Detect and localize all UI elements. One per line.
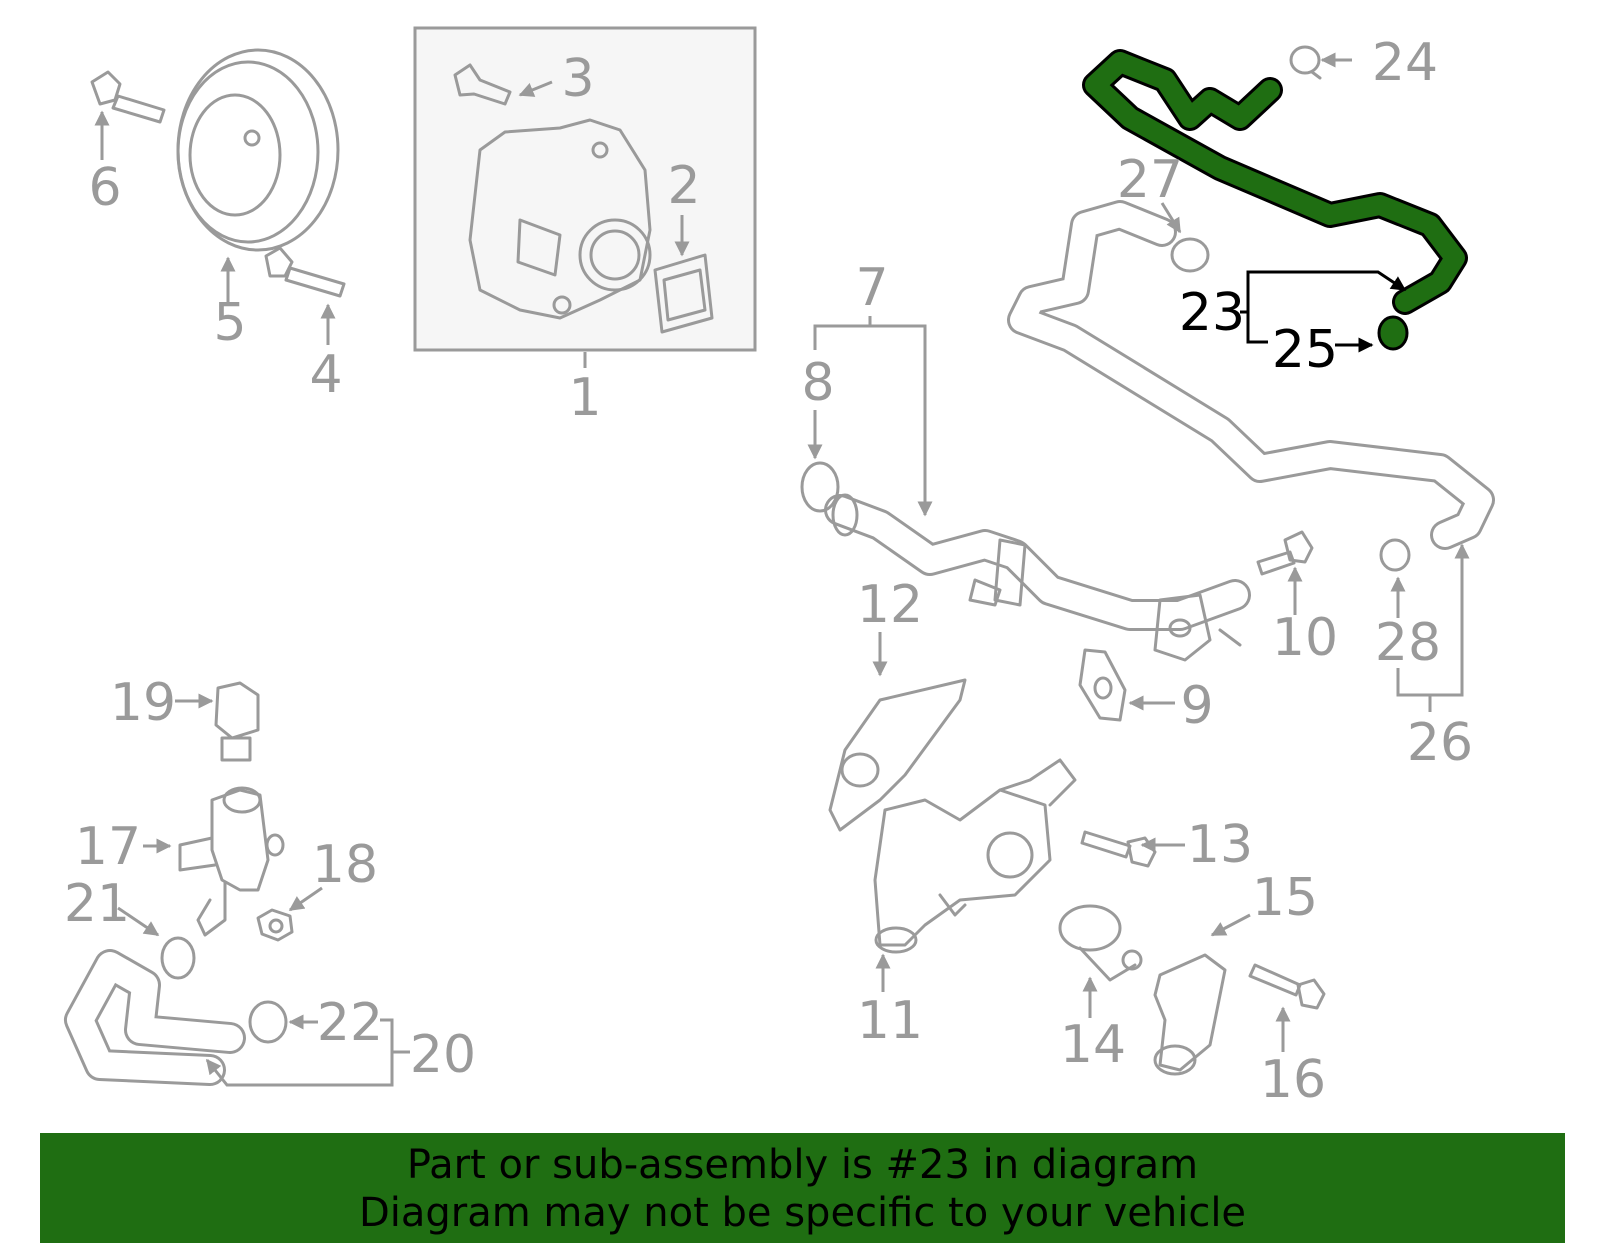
callout-24: 24: [1372, 33, 1438, 93]
callout-21: 21: [64, 874, 130, 934]
callout-4: 4: [309, 345, 342, 405]
callout-6: 6: [88, 158, 121, 218]
callout-17: 17: [75, 817, 141, 877]
bolt-10: [1256, 530, 1314, 576]
callout-25: 25: [1272, 320, 1338, 380]
callout-16: 16: [1260, 1050, 1326, 1110]
outlet-17: [178, 786, 285, 937]
clamp-21: [160, 936, 196, 980]
callout-13: 13: [1187, 815, 1253, 875]
callout-12: 12: [857, 575, 923, 635]
callout-10: 10: [1272, 608, 1338, 668]
o-ring-8: [800, 461, 840, 513]
clamp-24: [1289, 45, 1322, 80]
callout-1: 1: [568, 368, 601, 428]
bolt-4: [264, 246, 346, 298]
callout-19: 19: [110, 673, 176, 733]
callout-28: 28: [1375, 613, 1441, 673]
callout-15: 15: [1252, 868, 1318, 928]
banner-line-1: Part or sub-assembly is #23 in diagram: [406, 1142, 1199, 1188]
callout-labels: 1 2 3 4 5 6 7 8 9 10 11 12 13 14 15 16 1…: [64, 33, 1473, 1110]
banner-line-2: Diagram may not be specific to your vehi…: [358, 1190, 1247, 1236]
hose-23-highlighted: [1082, 49, 1468, 351]
callout-27: 27: [1117, 150, 1183, 210]
water-pipe-7: [824, 493, 1251, 662]
callout-9: 9: [1180, 676, 1213, 736]
callout-3: 3: [561, 49, 594, 109]
callout-26: 26: [1407, 713, 1473, 773]
callout-20: 20: [410, 1025, 476, 1085]
nut-18: [256, 908, 294, 942]
info-banner: Part or sub-assembly is #23 in diagram D…: [40, 1133, 1565, 1243]
bolt-16: [1248, 963, 1326, 1010]
bolt-13: [1080, 830, 1157, 868]
clamp-27: [1170, 237, 1210, 273]
clamp-22: [248, 1000, 288, 1044]
callout-2: 2: [667, 156, 700, 216]
gasket-9: [1078, 648, 1127, 722]
pulley: [176, 48, 340, 252]
thermostat-cover-15: [1153, 953, 1227, 1076]
callout-23: 23: [1179, 283, 1245, 343]
callout-8: 8: [801, 353, 834, 413]
leader-lines-highlighted: [1240, 270, 1407, 353]
hose-20: [64, 949, 246, 1086]
clamp-28: [1379, 538, 1411, 572]
callout-5: 5: [213, 293, 246, 353]
hose-26: [1007, 200, 1495, 550]
water-pump-assembly: [413, 26, 757, 352]
bolt-6: [90, 70, 166, 124]
callout-14: 14: [1060, 1015, 1126, 1075]
thermostat-14: [1058, 904, 1143, 982]
callout-22: 22: [317, 993, 383, 1053]
callout-7: 7: [855, 258, 888, 318]
thermostat-housing-11: [873, 758, 1077, 954]
callout-18: 18: [312, 835, 378, 895]
gasket-12: [828, 678, 967, 832]
callout-11: 11: [857, 991, 923, 1051]
sensor-19: [214, 681, 260, 762]
leader-lines: [94, 52, 1470, 1087]
